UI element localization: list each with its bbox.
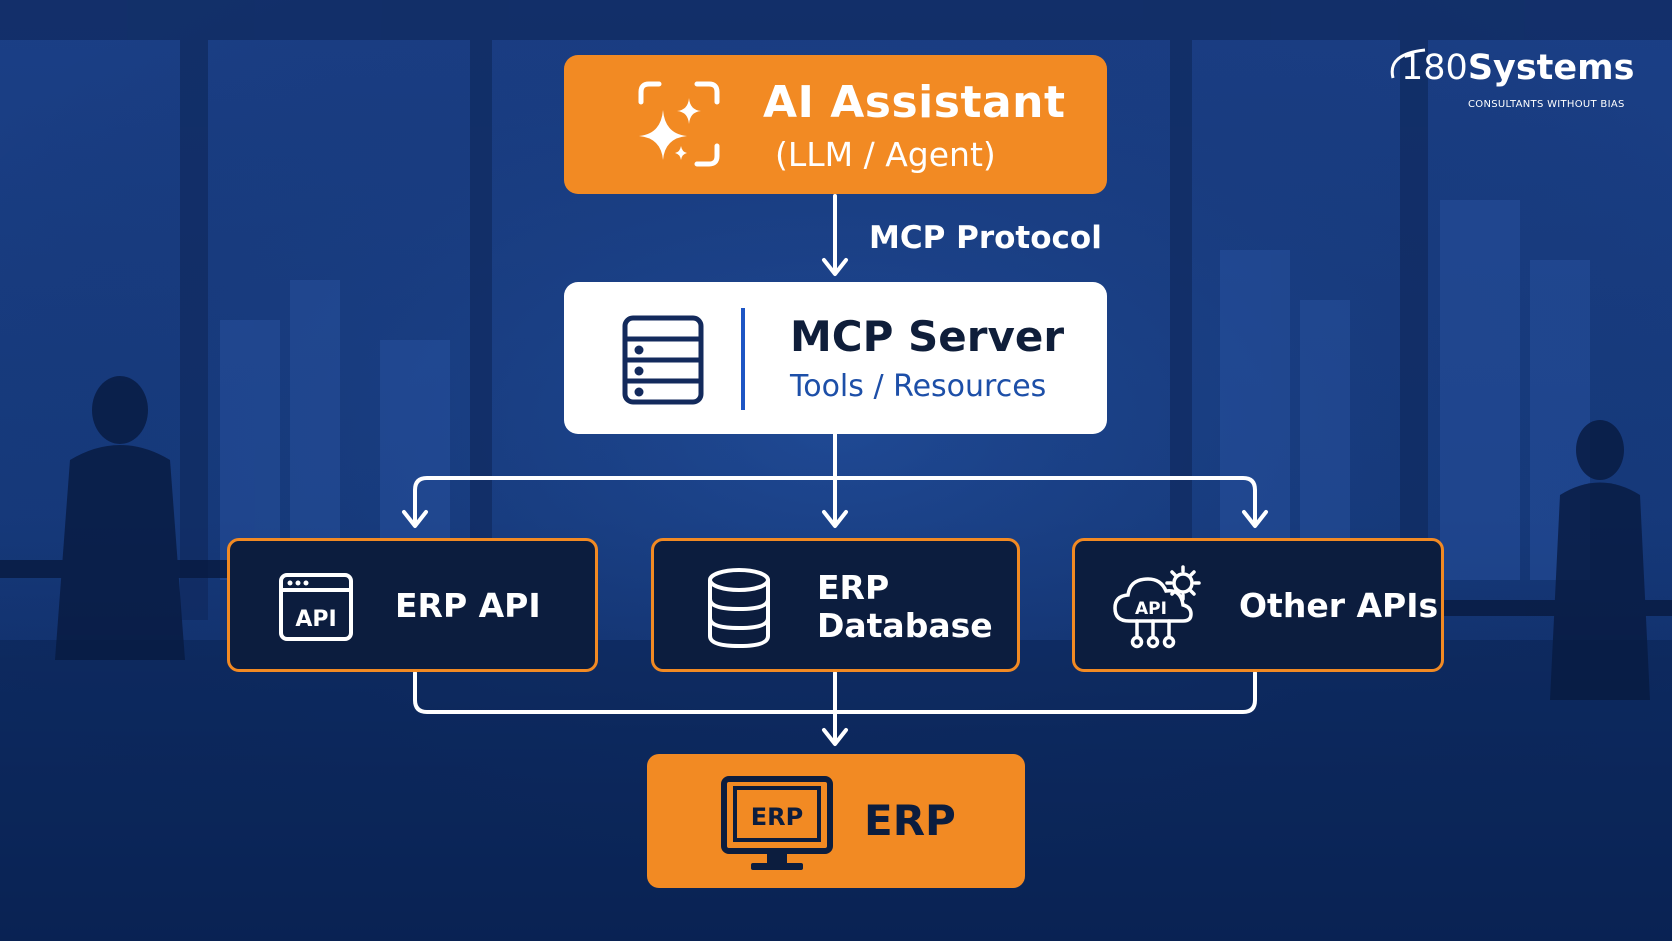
erp-api-node: API ERP API — [227, 538, 598, 672]
erp-database-node: ERP Database — [651, 538, 1020, 672]
monitor-icon: ERP — [721, 776, 833, 870]
server-icon — [622, 315, 704, 405]
database-icon — [708, 568, 770, 649]
mcp-server-title: MCP Server — [790, 312, 1065, 361]
logo-swoosh-icon — [1390, 48, 1426, 79]
logo-text: 180Systems — [1401, 48, 1635, 88]
cloud-api-icon-text: API — [1135, 599, 1167, 619]
company-logo: 180Systems CONSULTANTS WITHOUT BIAS — [1385, 44, 1634, 114]
mcp-divider — [741, 308, 745, 410]
other-apis-node: API Other APIs — [1072, 538, 1444, 672]
erp-label: ERP — [864, 796, 956, 845]
ai-assistant-title: AI Assistant — [763, 77, 1066, 128]
api-icon-text: API — [295, 607, 336, 632]
logo-tagline: CONSULTANTS WITHOUT BIAS — [1468, 99, 1625, 110]
erp-database-label: ERP Database — [817, 569, 993, 645]
sparkle-icon — [638, 81, 720, 167]
erp-database-label-line1: ERP — [817, 568, 890, 607]
api-window-icon: API — [279, 573, 353, 641]
erp-box: ERP ERP — [647, 754, 1025, 888]
mcp-server-subtitle: Tools / Resources — [790, 369, 1047, 404]
ai-assistant-box: AI Assistant (LLM / Agent) — [564, 55, 1107, 194]
monitor-icon-text: ERP — [751, 803, 803, 831]
protocol-label: MCP Protocol — [869, 220, 1102, 256]
other-apis-label: Other APIs — [1239, 586, 1439, 625]
erp-api-label: ERP API — [395, 586, 541, 625]
cloud-api-icon: API — [1113, 565, 1201, 649]
mcp-server-box: MCP Server Tools / Resources — [564, 282, 1107, 434]
ai-assistant-subtitle: (LLM / Agent) — [775, 135, 996, 174]
erp-database-label-line2: Database — [817, 606, 993, 645]
